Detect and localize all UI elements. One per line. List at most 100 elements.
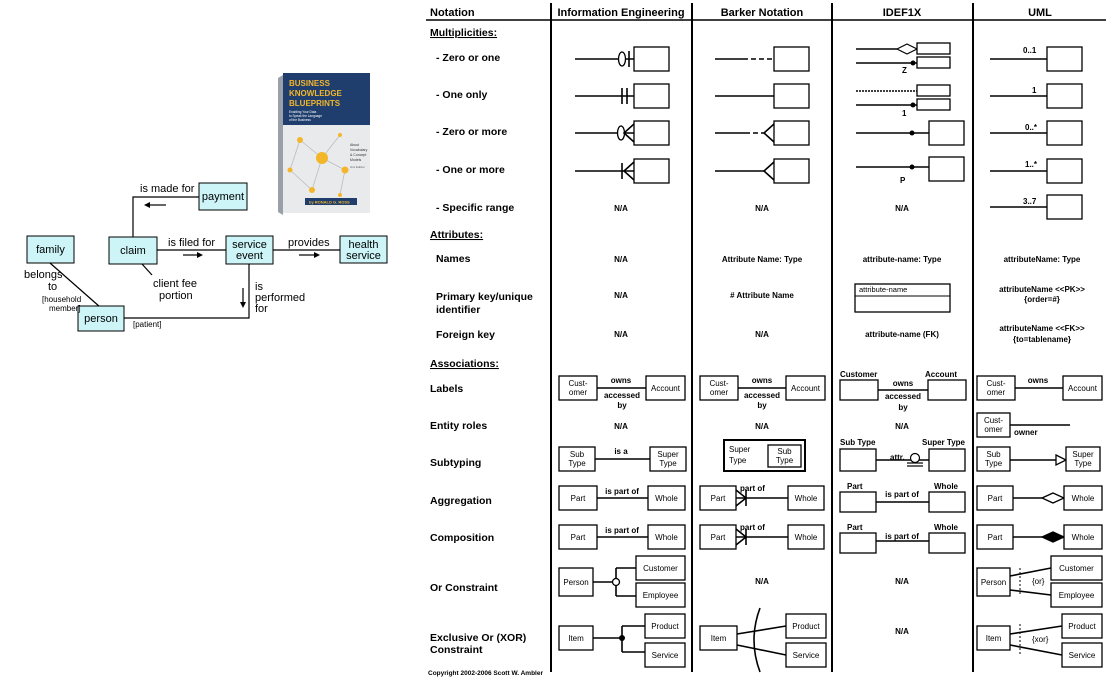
ie-is-a: is a	[614, 447, 628, 456]
idef-pk-label: attribute-name	[859, 285, 907, 294]
book-cover: BUSINESS KNOWLEDGE BLUEPRINTS Enabling Y…	[278, 73, 370, 215]
uml-aggregation: Part Whole	[976, 485, 1103, 511]
barker-or-na: N/A	[755, 577, 769, 586]
arrowhead-is-performed-for	[240, 302, 246, 308]
barker-roles-na: N/A	[755, 422, 769, 431]
uml-pk-2: {order=#}	[1024, 295, 1060, 304]
ie-pk-na: N/A	[614, 291, 628, 300]
uml-role-cust-1: Cust-	[984, 416, 1003, 425]
book-network-graphic	[287, 133, 349, 197]
ie-labels: Cust- omer Account owns accessed by	[558, 375, 686, 410]
ie-agg-is-part-of: is part of	[605, 487, 639, 496]
book-author: by RONALD G. ROSS	[309, 200, 350, 205]
rel-is-filed-for: is filed for	[168, 237, 215, 249]
barker-xor-constraint: Item Product Service	[699, 607, 827, 673]
entity-payment[interactable]: payment	[198, 182, 248, 211]
idef-comp-is-part-of: is part of	[885, 532, 919, 541]
ie-cust-1: Cust-	[568, 379, 587, 388]
barker-xor-service: Service	[793, 651, 820, 660]
ie-super-type: Type	[659, 459, 677, 468]
idef-zero-or-one: Z	[856, 42, 951, 75]
uml-labels: Cust- omer Account owns	[976, 375, 1103, 401]
table-headers: Notation Information Engineering Barker …	[430, 7, 1052, 19]
barker-sub: Sub	[777, 447, 792, 456]
row-specific-range: - Specific range	[436, 202, 514, 214]
ie-range-na: N/A	[614, 204, 628, 213]
uml-zero-or-more: 0..*	[990, 120, 1083, 146]
uml-1-label: 1	[1032, 86, 1037, 95]
table-grid	[426, 3, 1106, 672]
barker-comp-part: Part	[711, 533, 726, 542]
idef-fk: attribute-name (FK)	[865, 330, 939, 339]
uml-sub: Sub	[986, 450, 1001, 459]
rel-is-performed-for-1: is	[255, 281, 263, 293]
idef-by: by	[898, 403, 908, 412]
row-entity-roles: Entity roles	[430, 420, 487, 432]
book-spine	[278, 75, 283, 215]
idef-customer: Customer	[840, 370, 877, 379]
uml-or-employee: Employee	[1059, 591, 1095, 600]
ie-comp-part: Part	[571, 533, 586, 542]
book-title-line-3: BLUEPRINTS	[289, 99, 341, 108]
barker-xor-product: Product	[792, 622, 820, 631]
barker-comp-whole: Whole	[795, 533, 818, 542]
ie-xor-service: Service	[652, 651, 679, 660]
header-barker-notation: Barker Notation	[721, 7, 804, 19]
er-connectors	[49, 196, 340, 319]
book-title-line-2: KNOWLEDGE	[289, 89, 343, 98]
er-diagram: family claim payment service event healt…	[24, 182, 388, 332]
row-xor-1: Exclusive Or (XOR)	[430, 632, 526, 644]
ie-by: by	[617, 401, 627, 410]
entity-family[interactable]: family	[26, 235, 75, 264]
book-title-band	[283, 73, 370, 125]
ie-agg-whole: Whole	[655, 494, 678, 503]
rel-patient: [patient]	[133, 320, 161, 329]
entity-service-event[interactable]: service event	[225, 235, 274, 265]
idef-aggregation: Part Whole is part of	[839, 482, 966, 513]
uml-super-type: Type	[1074, 459, 1092, 468]
uml-xor-product: Product	[1068, 622, 1096, 631]
section-attributes: Attributes:	[430, 229, 483, 241]
uml-fk-1: attributeName <<FK>>	[999, 324, 1085, 333]
row-aggregation: Aggregation	[430, 495, 492, 507]
entity-person[interactable]: person	[77, 305, 125, 332]
uml-account: Account	[1068, 384, 1098, 393]
idef-p-label: P	[900, 176, 906, 185]
uml-xor-tag: {xor}	[1032, 635, 1049, 644]
barker-super-type: Type	[729, 456, 747, 465]
barker-subtyping: Super Type Sub Type	[723, 439, 806, 472]
row-subtyping: Subtyping	[430, 457, 481, 469]
barker-agg-whole: Whole	[795, 494, 818, 503]
barker-accessed: accessed	[744, 391, 780, 400]
entity-health-service[interactable]: health service	[339, 235, 388, 264]
idef-comp-part-label: Part	[847, 523, 863, 532]
row-names: Names	[436, 253, 471, 265]
entity-claim[interactable]: claim	[108, 236, 158, 265]
row-xor-2: Constraint	[430, 644, 483, 656]
arrowhead-provides	[314, 252, 320, 258]
barker-account: Account	[791, 384, 821, 393]
barker-range-na: N/A	[755, 204, 769, 213]
uml-agg-whole: Whole	[1072, 494, 1095, 503]
idef-accessed: accessed	[885, 392, 921, 401]
book-subtitle-3: of the Business	[289, 118, 311, 122]
uml-sub-type: Type	[985, 459, 1003, 468]
rel-provides: provides	[288, 237, 330, 249]
uml-role-cust-2: omer	[984, 425, 1003, 434]
rel-household-2: member]	[49, 304, 81, 313]
connector-service-event-person	[124, 264, 250, 319]
idef-roles-na: N/A	[895, 422, 909, 431]
ie-sub-type: Type	[568, 459, 586, 468]
ie-comp-whole: Whole	[655, 533, 678, 542]
barker-names: Attribute Name: Type	[722, 255, 803, 264]
row-labels: - Zero or one - One only - Zero or more …	[430, 52, 533, 656]
rel-client-fee-2: portion	[159, 290, 193, 302]
row-primary-key-1: Primary key/unique	[436, 291, 533, 303]
rel-belongs-to-2: to	[48, 281, 57, 293]
uml-super: Super	[1072, 450, 1094, 459]
idef-agg-is-part-of: is part of	[885, 490, 919, 499]
entity-family-label: family	[36, 244, 65, 256]
uml-1-many-label: 1..*	[1025, 160, 1038, 169]
barker-by: by	[757, 401, 767, 410]
